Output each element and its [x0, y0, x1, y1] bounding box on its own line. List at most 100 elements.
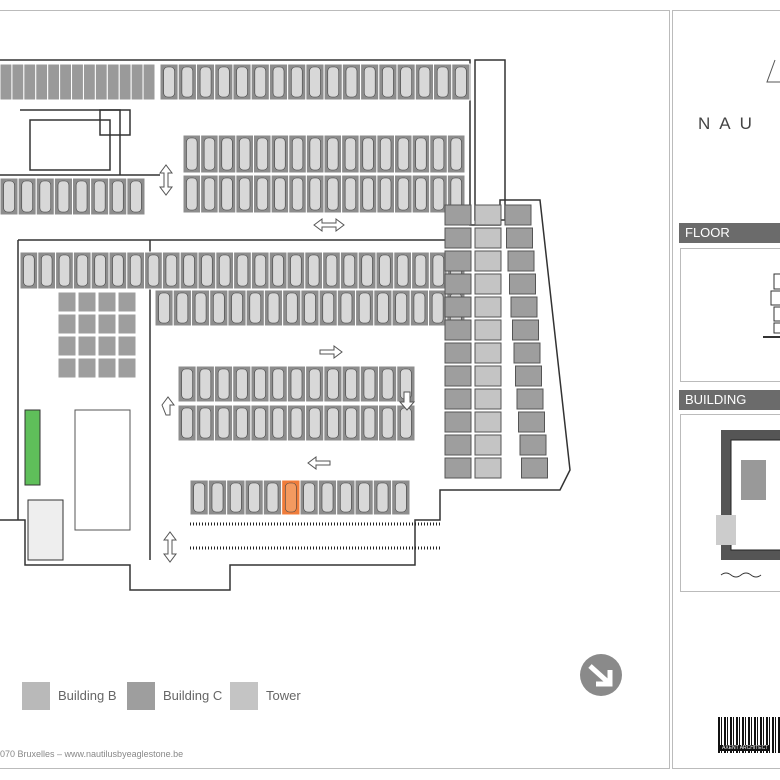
cellar-unit[interactable]: [444, 342, 472, 364]
storage-unit[interactable]: [23, 63, 37, 101]
cellar-unit[interactable]: [444, 227, 472, 249]
legend-swatch: [22, 682, 50, 710]
cellar-unit[interactable]: [516, 388, 544, 410]
cellar-unit[interactable]: [474, 204, 502, 226]
cellar-unit[interactable]: [512, 319, 539, 341]
cellar-unit[interactable]: [77, 335, 97, 357]
car-icon: [340, 482, 352, 513]
storage-unit[interactable]: [106, 63, 120, 101]
car-icon: [363, 407, 376, 439]
cellar-unit[interactable]: [444, 388, 472, 410]
car-icon: [309, 137, 321, 171]
cellar-unit[interactable]: [474, 227, 502, 249]
cellar-unit[interactable]: [77, 313, 97, 335]
car-icon: [450, 137, 462, 171]
car-icon: [345, 368, 357, 400]
cellar-unit[interactable]: [515, 365, 542, 387]
storage-room: [29, 119, 111, 171]
cellar-unit[interactable]: [57, 357, 77, 379]
cellar-unit[interactable]: [117, 291, 137, 313]
car-icon: [272, 254, 284, 287]
storage-unit[interactable]: [35, 63, 49, 101]
cellar-unit[interactable]: [57, 313, 77, 335]
cellar-unit[interactable]: [57, 335, 77, 357]
cellar-unit[interactable]: [444, 250, 472, 272]
cellar-unit[interactable]: [444, 434, 472, 456]
car-icon: [380, 177, 392, 211]
cellar-unit[interactable]: [444, 296, 472, 318]
car-icon: [3, 180, 15, 213]
cellar-unit[interactable]: [77, 357, 97, 379]
storage-unit[interactable]: [118, 63, 132, 101]
cellar-unit[interactable]: [97, 335, 117, 357]
cellar-unit[interactable]: [474, 342, 502, 364]
cellar-unit[interactable]: [97, 357, 117, 379]
car-icon: [321, 482, 334, 513]
car-icon: [236, 368, 248, 400]
storage-unit[interactable]: [82, 63, 96, 101]
cellar-unit[interactable]: [510, 296, 538, 318]
storage-unit[interactable]: [142, 63, 156, 101]
cellar-unit[interactable]: [474, 457, 502, 479]
info-panel: [672, 10, 780, 769]
car-icon: [256, 137, 268, 171]
car-icon: [395, 482, 407, 513]
car-icon: [75, 180, 88, 213]
car-icon: [230, 482, 242, 513]
cellar-unit[interactable]: [444, 365, 472, 387]
cellar-unit[interactable]: [474, 434, 502, 456]
cellar-unit[interactable]: [474, 273, 502, 295]
cellar-unit[interactable]: [97, 291, 117, 313]
cellar-unit[interactable]: [117, 313, 137, 335]
cellar-unit[interactable]: [444, 273, 472, 295]
storage-unit[interactable]: [0, 63, 13, 101]
cellar-unit[interactable]: [474, 388, 502, 410]
storage-unit[interactable]: [11, 63, 25, 101]
car-icon: [327, 177, 339, 211]
cellar-unit[interactable]: [117, 357, 137, 379]
cellar-unit[interactable]: [444, 457, 472, 479]
cellar-unit[interactable]: [474, 250, 502, 272]
arrow-icon: [159, 164, 173, 196]
storage-unit[interactable]: [71, 63, 84, 101]
cellar-unit[interactable]: [506, 227, 533, 249]
cellar-unit[interactable]: [474, 296, 502, 318]
tower-core: [74, 409, 131, 531]
car-icon: [39, 180, 52, 213]
legend-label: Building C: [163, 688, 223, 703]
storage-unit[interactable]: [94, 63, 108, 101]
cellar-unit[interactable]: [444, 411, 472, 433]
storage-unit[interactable]: [59, 63, 73, 101]
cellar-unit[interactable]: [504, 204, 532, 226]
storage-unit[interactable]: [47, 63, 61, 101]
cellar-unit[interactable]: [474, 411, 502, 433]
cellar-unit[interactable]: [444, 204, 472, 226]
cellar-unit[interactable]: [513, 342, 541, 364]
cellar-unit[interactable]: [57, 291, 77, 313]
cellar-unit[interactable]: [117, 335, 137, 357]
car-icon: [285, 482, 297, 513]
car-icon: [130, 254, 142, 287]
cellar-unit[interactable]: [97, 313, 117, 335]
cellar-unit[interactable]: [518, 411, 545, 433]
cellar-unit[interactable]: [519, 434, 547, 456]
cellar-unit[interactable]: [77, 291, 97, 313]
car-icon: [199, 66, 212, 98]
car-icon: [239, 177, 251, 211]
car-icon: [236, 66, 248, 98]
storage-unit[interactable]: [130, 63, 144, 101]
car-icon: [211, 482, 224, 513]
car-icon: [199, 407, 212, 439]
car-icon: [266, 482, 279, 513]
brand-logo: NAU: [698, 114, 761, 133]
car-icon: [221, 137, 233, 171]
cellar-unit[interactable]: [474, 319, 502, 341]
car-icon: [203, 177, 216, 211]
car-icon: [363, 368, 376, 400]
cellar-unit[interactable]: [507, 250, 535, 272]
car-icon: [231, 292, 243, 324]
cellar-unit[interactable]: [509, 273, 536, 295]
cellar-unit[interactable]: [474, 365, 502, 387]
cellar-unit[interactable]: [521, 457, 548, 479]
cellar-unit[interactable]: [444, 319, 472, 341]
